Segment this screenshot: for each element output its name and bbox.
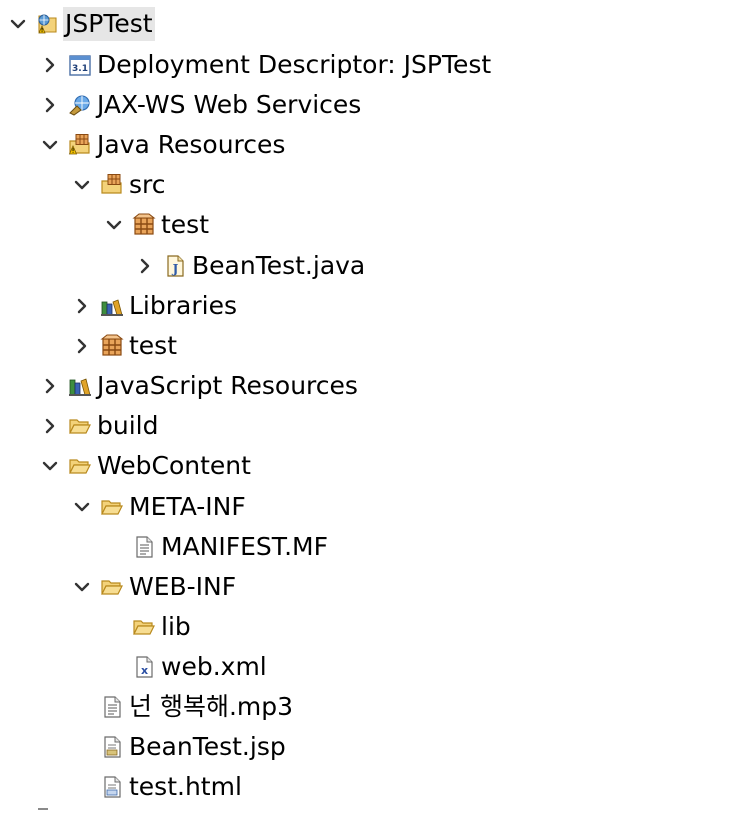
tree-node-beantest-jsp[interactable]: BeanTest.jsp (70, 727, 288, 767)
folder-icon (132, 615, 156, 639)
chevron-right-icon[interactable] (70, 334, 94, 358)
xml-file-icon (132, 655, 156, 679)
deployment-descriptor-icon (68, 53, 92, 77)
folder-icon (100, 575, 124, 599)
tree-node-web-xml[interactable]: web.xml (102, 647, 269, 687)
tree-node-label: build (97, 411, 159, 440)
chevron-down-icon[interactable] (38, 454, 62, 478)
chevron-down-icon[interactable] (70, 173, 94, 197)
tree-node-label: WebContent (97, 451, 251, 480)
tree-node-manifest-mf[interactable]: MANIFEST.MF (102, 527, 330, 567)
chevron-right-icon[interactable] (70, 294, 94, 318)
tree-node-beantest-java[interactable]: BeanTest.java (133, 246, 367, 286)
tree-node-label: META-INF (129, 492, 246, 521)
tree-node-label: JSPTest (63, 7, 155, 41)
tree-node-meta-inf[interactable]: META-INF (70, 487, 248, 527)
tree-node-label: BeanTest.java (192, 251, 366, 280)
text-file-icon (100, 695, 124, 719)
tree-node-web-inf[interactable]: WEB-INF (70, 567, 238, 607)
chevron-down-icon[interactable] (70, 495, 94, 519)
folder-icon (100, 495, 124, 519)
tree-node-label: WEB-INF (129, 572, 237, 601)
tree-node-label: Deployment Descriptor: JSPTest (97, 50, 492, 79)
tree-node-label: test (129, 331, 178, 360)
tree-node-mp3-file[interactable]: 넌 행복해.mp3 (70, 687, 295, 727)
tree-node-package-test[interactable]: test (102, 205, 211, 245)
tree-node-label: JavaScript Resources (97, 371, 358, 400)
tree-node-jax-ws-web-services[interactable]: JAX-WS Web Services (38, 85, 363, 125)
tree-node-label: web.xml (161, 652, 267, 681)
tree-node-libraries[interactable]: Libraries (70, 286, 239, 326)
package-icon (132, 213, 156, 237)
tree-node-label: test.html (129, 772, 242, 801)
chevron-right-icon[interactable] (38, 414, 62, 438)
tree-node-javascript-resources[interactable]: JavaScript Resources (38, 366, 360, 406)
chevron-down-icon[interactable] (102, 213, 126, 237)
tree-node-lib[interactable]: lib (102, 607, 193, 647)
tree-node-java-resources[interactable]: Java Resources (38, 125, 287, 165)
javascript-resources-icon (68, 374, 92, 398)
tree-node-src[interactable]: src (70, 165, 168, 205)
chevron-right-icon[interactable] (133, 254, 157, 278)
web-services-icon (68, 93, 92, 117)
java-resources-icon (68, 133, 92, 157)
chevron-down-icon[interactable] (6, 12, 30, 36)
libraries-icon (100, 294, 124, 318)
folder-icon (68, 454, 92, 478)
tree-node-label: MANIFEST.MF (161, 532, 328, 561)
tree-node-webcontent[interactable]: WebContent (38, 446, 253, 486)
package-icon (100, 334, 124, 358)
java-file-icon (163, 254, 187, 278)
tree-node-label: Libraries (129, 291, 237, 320)
tree-node-test[interactable]: test (70, 326, 179, 366)
tree-node-label: JAX-WS Web Services (97, 90, 362, 119)
tree-node-label: BeanTest.jsp (129, 732, 286, 761)
chevron-right-icon[interactable] (38, 374, 62, 398)
html-file-icon (100, 775, 124, 799)
tree-node-label: lib (161, 612, 191, 641)
folder-icon (68, 414, 92, 438)
chevron-down-icon[interactable] (70, 575, 94, 599)
tree-node-jsptest[interactable]: JSPTest (6, 4, 155, 44)
tree-node-label: test (161, 210, 210, 239)
tree-node-label: 넌 행복해.mp3 (129, 692, 294, 721)
jsp-file-icon (100, 735, 124, 759)
tree-node-label: Java Resources (97, 130, 286, 159)
chevron-right-icon[interactable] (38, 93, 62, 117)
tree-node-label: src (129, 170, 166, 199)
next-row-edge (38, 808, 48, 810)
chevron-down-icon[interactable] (38, 133, 62, 157)
text-file-icon (132, 535, 156, 559)
chevron-right-icon[interactable] (38, 53, 62, 77)
tree-node-deployment-descriptor[interactable]: Deployment Descriptor: JSPTest (38, 45, 493, 85)
tree-node-build[interactable]: build (38, 406, 160, 446)
tree-node-test-html[interactable]: test.html (70, 767, 244, 807)
source-folder-icon (100, 173, 124, 197)
web-project-icon (36, 12, 60, 36)
